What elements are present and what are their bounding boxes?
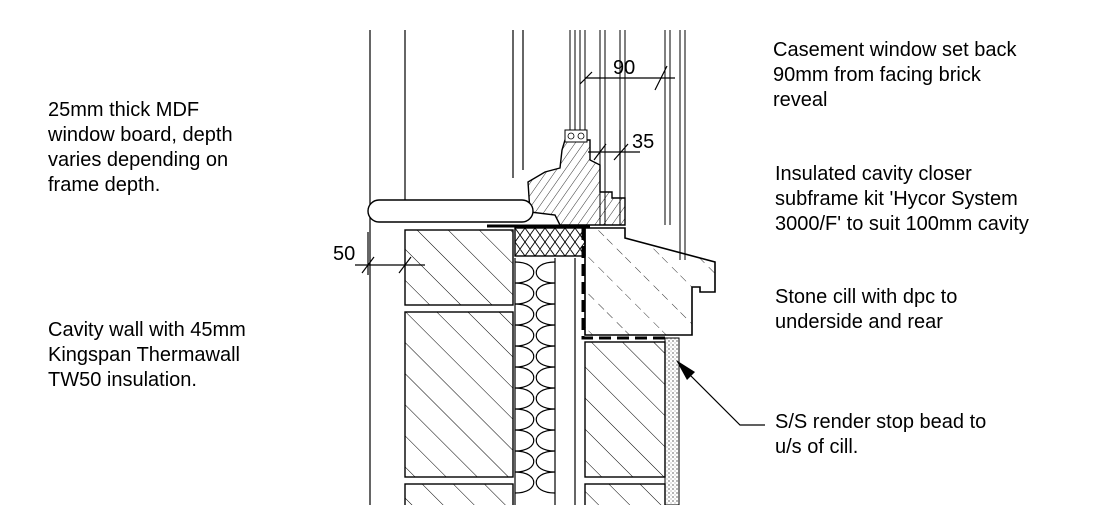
window-board-note: 25mm thick MDF window board, depth varie… [48, 98, 233, 198]
render-stop-note: S/S render stop bead to u/s of cill. [775, 410, 986, 460]
render-stop-line-2: u/s of cill. [775, 436, 859, 458]
dim-frame-offset [588, 130, 640, 180]
window-board-line-3: varies depending on [48, 149, 229, 171]
casement-line-1: Casement window set back [773, 39, 1017, 61]
window-board-line-2: window board, depth [48, 124, 233, 146]
cavity-wall-line-3: TW50 insulation. [48, 369, 197, 391]
outer-leaf [584, 341, 666, 505]
window-board [367, 199, 534, 223]
casement-frame [527, 129, 626, 226]
render-stop-leader [676, 360, 765, 426]
dim-board-overhang-label: 50 [333, 243, 355, 265]
cavity-closer-line-2: subframe kit 'Hycor System [775, 188, 1018, 210]
render-stop-line-1: S/S render stop bead to [775, 411, 987, 433]
window-board-line-1: 25mm thick MDF [48, 99, 200, 121]
cavity-insulation [514, 258, 576, 505]
stone-cill [584, 227, 716, 336]
dim-board-overhang [355, 232, 425, 275]
window-board-line-4: frame depth. [48, 174, 161, 196]
dim-setback [579, 65, 675, 91]
reveal-lines [369, 30, 524, 505]
cavity-closer-line-3: 3000/F' to suit 100mm cavity [775, 213, 1029, 235]
cavity-wall-line-2: Kingspan Thermawall [48, 344, 240, 366]
cavity-closer-hatch [514, 227, 586, 257]
cavity-wall-note: Cavity wall with 45mm Kingspan Thermawal… [48, 318, 246, 393]
casement-line-2: 90mm from facing brick [773, 64, 981, 86]
casement-line-3: reveal [773, 89, 828, 111]
render [664, 337, 680, 505]
cavity-wall-line-1: Cavity wall with 45mm [48, 319, 246, 341]
inner-leaf [404, 229, 514, 505]
stone-cill-line-2: underside and rear [775, 311, 943, 333]
stone-cill-note: Stone cill with dpc to underside and rea… [775, 285, 957, 335]
cavity-closer-line-1: Insulated cavity closer [775, 163, 972, 185]
cavity-closer-note: Insulated cavity closer subframe kit 'Hy… [775, 162, 1029, 237]
cill-dpc [581, 228, 668, 340]
casement-note: Casement window set back 90mm from facin… [773, 38, 1016, 113]
dim-frame-offset-label: 35 [632, 131, 654, 153]
dim-setback-label: 90 [613, 57, 635, 79]
stone-cill-line-1: Stone cill with dpc to [775, 286, 958, 308]
